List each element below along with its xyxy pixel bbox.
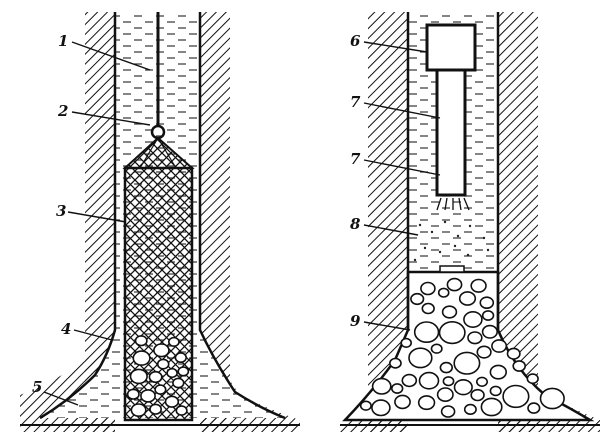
stone [471, 390, 484, 401]
stone [392, 384, 403, 393]
stone [477, 346, 491, 358]
stone [154, 344, 169, 357]
stone [155, 385, 166, 394]
stone [442, 406, 455, 417]
stone [541, 388, 565, 408]
stone [141, 390, 155, 402]
left-borehole [20, 12, 300, 432]
stone [149, 372, 161, 383]
stone [527, 374, 538, 383]
stone [136, 336, 147, 346]
stone [455, 380, 473, 395]
callout-label-9: 9 [350, 312, 361, 330]
stone [420, 373, 439, 389]
stone [490, 386, 501, 395]
stone [443, 306, 457, 318]
callout-label-7a: 7 [350, 93, 361, 111]
stone [150, 404, 161, 414]
stone [131, 369, 148, 383]
stone [439, 288, 449, 297]
stone [395, 395, 410, 408]
stone [447, 279, 461, 291]
stone [158, 359, 169, 368]
stone [166, 396, 179, 407]
stone [390, 359, 401, 368]
callout-label-1: 1 [58, 32, 68, 50]
stone [465, 405, 476, 415]
stone [167, 369, 177, 378]
stone [438, 388, 453, 401]
stone [490, 365, 506, 378]
stone [477, 377, 487, 386]
stone [528, 403, 540, 413]
right-pipe-head [427, 25, 475, 70]
right-borehole [340, 12, 600, 432]
callout-label-2: 2 [57, 102, 68, 120]
stone [173, 378, 184, 387]
stone [169, 338, 179, 347]
stone [471, 280, 486, 293]
stone [483, 311, 494, 320]
stone [440, 363, 452, 373]
stone [373, 379, 391, 394]
stone [443, 377, 453, 386]
stone [128, 389, 139, 399]
callout-label-7b: 7 [350, 150, 361, 168]
stone [432, 344, 442, 353]
stone [409, 348, 432, 367]
stone [401, 339, 411, 348]
stone [513, 361, 525, 371]
callout-label-6: 6 [350, 32, 361, 50]
callout-label-8: 8 [350, 215, 361, 233]
stone [481, 398, 501, 415]
stone [460, 292, 476, 305]
stone [402, 375, 416, 387]
stone [503, 386, 529, 408]
stone [415, 322, 439, 342]
stone [176, 406, 187, 415]
stone [361, 401, 371, 410]
stone [483, 326, 498, 338]
callout-label-5: 5 [32, 378, 42, 396]
stone [411, 294, 424, 305]
callout-label-3: 3 [56, 202, 66, 220]
stone [372, 400, 390, 415]
callout-label-4: 4 [61, 320, 71, 338]
stone [421, 283, 435, 295]
stone [419, 396, 435, 409]
stone [454, 352, 479, 374]
stone [175, 353, 186, 362]
stone [422, 304, 434, 314]
stone [178, 367, 188, 376]
right-pipe [437, 70, 465, 195]
stone [508, 348, 520, 359]
stone [131, 404, 145, 416]
stone [464, 312, 482, 327]
stone [480, 297, 493, 308]
stone [440, 322, 465, 344]
stone [468, 332, 482, 344]
stone [492, 340, 506, 352]
stone [133, 351, 150, 365]
